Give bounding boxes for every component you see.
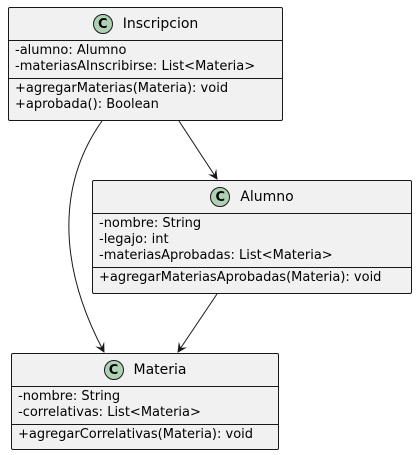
attribute: -correlativas: List<Materia> <box>18 405 201 420</box>
attributes-section: -nombre: String -correlativas: List<Mate… <box>12 387 278 424</box>
class-icon: C <box>92 14 113 34</box>
class-inscripcion-header: C Inscripcion <box>9 8 282 41</box>
relation-inscripcion-materia <box>68 120 105 353</box>
method: +agregarCorrelativas(Materia): void <box>18 427 254 442</box>
attribute: -nombre: String <box>18 389 121 404</box>
attributes-section: -nombre: String -legajo: int -materiasAp… <box>93 214 411 267</box>
methods-section: +agregarMateriasAprobadas(Materia): void <box>93 267 411 289</box>
class-name: Alumno <box>240 189 294 205</box>
methods-section: +agregarCorrelativas(Materia): void <box>12 424 278 446</box>
class-name: Inscripcion <box>122 16 199 32</box>
attribute: -alumno: Alumno <box>15 43 127 58</box>
class-inscripcion[interactable]: C Inscripcion -alumno: Alumno -materiasA… <box>8 7 283 121</box>
attributes-section: -alumno: Alumno -materiasAInscribirse: L… <box>9 41 282 78</box>
methods-section: +agregarMaterias(Materia): void +aprobad… <box>9 78 282 116</box>
class-alumno-header: C Alumno <box>93 181 411 214</box>
attribute: -nombre: String <box>99 216 202 231</box>
method: +aprobada(): Boolean <box>15 97 159 112</box>
class-icon: C <box>103 360 124 380</box>
class-materia[interactable]: C Materia -nombre: String -correlativas:… <box>11 353 279 450</box>
method: +agregarMaterias(Materia): void <box>15 81 229 96</box>
method: +agregarMateriasAprobadas(Materia): void <box>99 270 382 285</box>
class-name: Materia <box>133 362 187 378</box>
relation-alumno-materia <box>177 293 218 353</box>
class-alumno[interactable]: C Alumno -nombre: String -legajo: int -m… <box>92 180 412 294</box>
relation-inscripcion-alumno <box>178 120 218 180</box>
attribute: -materiasAprobadas: List<Materia> <box>99 248 333 263</box>
attribute: -legajo: int <box>99 232 169 247</box>
attribute: -materiasAInscribirse: List<Materia> <box>15 59 256 74</box>
class-materia-header: C Materia <box>12 354 278 387</box>
class-icon: C <box>210 187 231 207</box>
